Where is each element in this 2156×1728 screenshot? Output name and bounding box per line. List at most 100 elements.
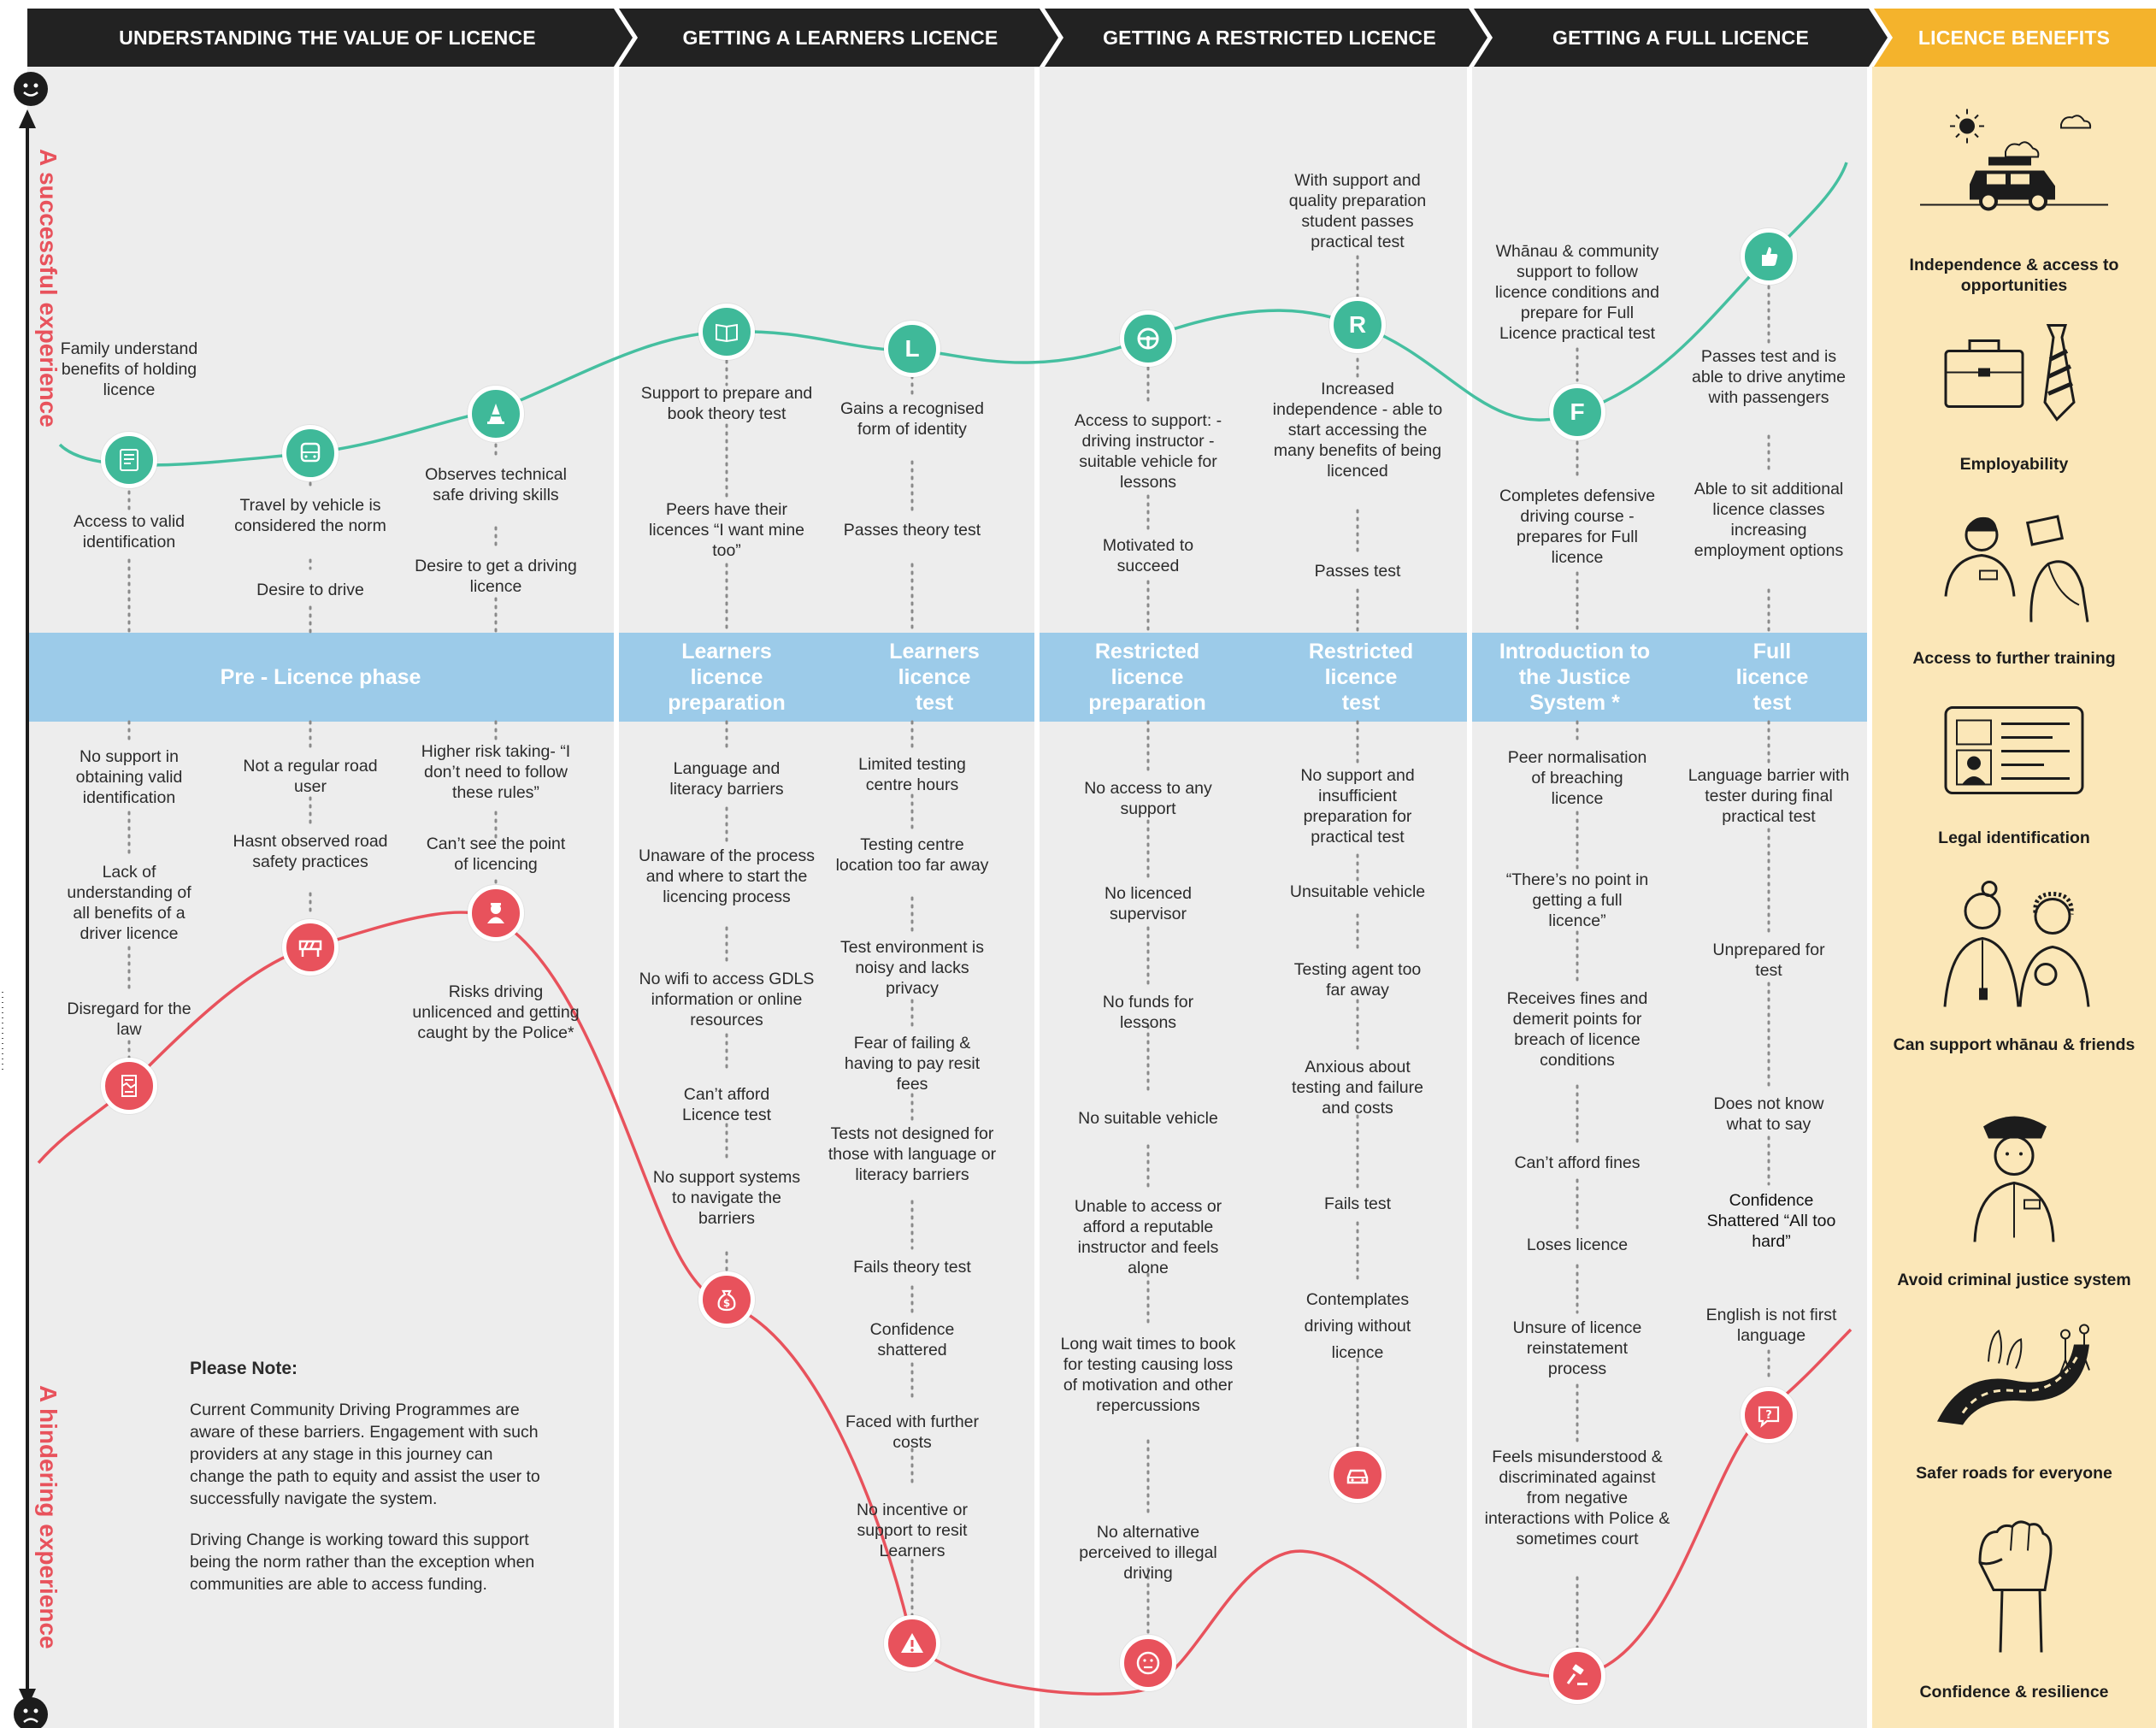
- pos-item: Access to support: - driving instructor …: [1074, 411, 1222, 492]
- road-icon: [1929, 1319, 2100, 1435]
- svg-text:$: $: [723, 1297, 730, 1309]
- phase-justice-system: Introduction to the Justice System *: [1472, 633, 1677, 722]
- phase-full-test: Full licence test: [1677, 633, 1867, 722]
- stage-header-bar: [27, 9, 2156, 67]
- neg-item: Feels misunderstood & discriminated agai…: [1484, 1448, 1670, 1548]
- stage-title-understanding: UNDERSTANDING THE VALUE OF LICENCE: [119, 27, 536, 49]
- pos-item: Increased independence - able to start a…: [1272, 380, 1443, 481]
- car-icon: [1920, 101, 2108, 242]
- pos-item: Family understand benefits of holding li…: [60, 339, 198, 399]
- benefit-label: Independence & access to opportunities: [1909, 256, 2119, 295]
- stage-title-full: GETTING A FULL LICENCE: [1552, 27, 1809, 49]
- worried-face-icon: [1120, 1635, 1176, 1691]
- neg-item: Higher risk taking- “I don’t need to fol…: [421, 742, 571, 802]
- stage-title-learners: GETTING A LEARNERS LICENCE: [682, 27, 998, 49]
- neg-item: Tests not designed for those with langua…: [828, 1124, 997, 1184]
- neg-item: Fails test: [1323, 1194, 1392, 1213]
- neg-item: Disregard for the law: [67, 1000, 191, 1039]
- please-note-box: Please Note: Current Community Driving P…: [190, 1358, 549, 1614]
- pos-item: Passes theory test: [843, 521, 981, 540]
- phase-restricted-preparation: Restricted licence preparation: [1040, 633, 1255, 722]
- torn-document-icon: [101, 1058, 157, 1114]
- benefit-label: Avoid criminal justice system: [1897, 1271, 2131, 1289]
- benefit-label: Legal identification: [1938, 829, 2090, 847]
- pos-item: Desire to get a driving licence: [415, 557, 577, 596]
- neg-item: English is not first language: [1705, 1306, 1837, 1345]
- traffic-cone-icon: [468, 386, 524, 442]
- neg-item: Can’t see the point of licencing: [426, 835, 566, 874]
- thumbs-up-icon: [1741, 228, 1797, 285]
- question-bubble-icon: ?: [1741, 1387, 1797, 1443]
- pos-item: Able to sit additional licence classes i…: [1694, 480, 1844, 560]
- stage-bg-full: [1472, 67, 1867, 1728]
- svg-text:?: ?: [1765, 1409, 1772, 1422]
- benefit-label: Employability: [1959, 455, 2069, 474]
- bus-icon: [282, 425, 339, 481]
- neg-item: Lack of understanding of all benefits of…: [67, 863, 191, 943]
- neg-item: Language barrier with tester during fina…: [1688, 766, 1850, 826]
- pos-item: Peers have their licences “I want mine t…: [648, 500, 805, 560]
- axis-arrow-up: [19, 109, 36, 128]
- neg-item: Anxious about testing and failure and co…: [1292, 1058, 1423, 1118]
- stage-chevron-understanding: [27, 9, 633, 67]
- pos-item: Gains a recognised form of identity: [839, 399, 985, 439]
- stage-chevron-benefits: [1874, 9, 2156, 67]
- warning-icon: [884, 1615, 940, 1672]
- neg-item: No support and insufficient preparation …: [1300, 766, 1415, 846]
- stage-bg-learners: [619, 67, 1034, 1728]
- neg-item: Not a regular road user: [243, 757, 378, 796]
- neg-item: Can’t afford fines: [1514, 1153, 1641, 1172]
- note-paragraph: Current Community Driving Programmes are…: [190, 1401, 540, 1508]
- neg-item: Unaware of the process and where to star…: [639, 846, 815, 906]
- id-card-icon: [101, 432, 157, 488]
- neg-item: Test environment is noisy and lacks priv…: [840, 938, 984, 998]
- stage-chevron-full: [1474, 9, 1888, 67]
- neg-item: Peer normalisation of breaching licence: [1507, 748, 1647, 808]
- neg-item: “There’s no point in getting a full lice…: [1505, 870, 1649, 930]
- neg-item: Receives fines and demerit points for br…: [1506, 989, 1648, 1070]
- phase-learners-preparation: Learners licence preparation: [619, 633, 834, 722]
- neg-item: Testing centre location too far away: [835, 835, 989, 875]
- pos-item: Access to valid identification: [73, 512, 186, 551]
- phase-pre-licence: Pre - Licence phase: [27, 633, 614, 722]
- neg-item: Loses licence: [1526, 1236, 1629, 1254]
- neg-item: Confidence shattered: [869, 1320, 955, 1359]
- stage-title-benefits: LICENCE BENEFITS: [1917, 27, 2111, 49]
- neg-item: Language and literacy barriers: [669, 759, 784, 799]
- neg-item: No funds for lessons: [1102, 993, 1194, 1032]
- neg-item: Contemplates driving without licence: [1304, 1290, 1411, 1362]
- road-barrier-icon: [282, 919, 339, 976]
- pos-item: Support to prepare and book theory test: [640, 384, 813, 423]
- neg-item: Risks driving unlicenced and getting cau…: [412, 982, 580, 1042]
- pos-item: Motivated to succeed: [1102, 536, 1194, 575]
- neg-item: Fear of failing & having to pay resit fe…: [844, 1034, 981, 1094]
- pos-item: Passes test: [1314, 562, 1401, 581]
- neg-item: No wifi to access GDLS information or on…: [639, 970, 815, 1029]
- officer-icon: [1946, 1101, 2082, 1251]
- pos-item: Completes defensive driving course - pre…: [1499, 487, 1656, 567]
- positive-journey-line: [58, 162, 1848, 467]
- police-officer-icon: [468, 885, 524, 941]
- fist-icon: [1954, 1512, 2074, 1661]
- note-paragraph: Driving Change is working toward this su…: [190, 1530, 535, 1594]
- benefit-label: Access to further training: [1912, 649, 2116, 668]
- neg-item: Testing agent too far away: [1293, 960, 1422, 1000]
- benefit-label: Can support whānau & friends: [1893, 1035, 2135, 1054]
- happy-face-icon: [14, 72, 48, 106]
- pos-item: With support and quality preparation stu…: [1288, 171, 1427, 251]
- neg-item: Unable to access or afford a reputable i…: [1074, 1197, 1222, 1277]
- book-icon: [698, 304, 755, 360]
- axis-label-hindering: A hindering experience: [35, 1385, 62, 1649]
- note-title: Please Note:: [190, 1359, 298, 1378]
- neg-item: No alternative perceived to illegal driv…: [1079, 1523, 1217, 1583]
- neg-item: No support in obtaining valid identifica…: [75, 747, 183, 807]
- neg-item: Unsuitable vehicle: [1289, 882, 1426, 901]
- stage-chevron-restricted: [1045, 9, 1487, 67]
- neg-item: No licenced supervisor: [1105, 884, 1192, 923]
- benefit-label: Safer roads for everyone: [1916, 1464, 2112, 1483]
- neg-item: Long wait times to book for testing caus…: [1060, 1335, 1236, 1415]
- gavel-icon: [1549, 1648, 1605, 1704]
- pos-item: Travel by vehicle is considered the norm: [234, 496, 386, 535]
- family-icon: [1924, 879, 2104, 1020]
- briefcase-icon: [1929, 309, 2100, 433]
